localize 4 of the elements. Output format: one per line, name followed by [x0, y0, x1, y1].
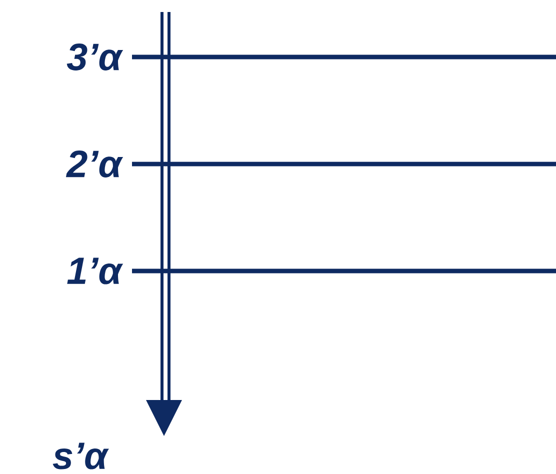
level-label: s’α [52, 442, 109, 470]
level-label: 2’α [66, 150, 124, 178]
level-label: 3’α [66, 44, 124, 70]
level-label: 1’α [67, 258, 124, 284]
